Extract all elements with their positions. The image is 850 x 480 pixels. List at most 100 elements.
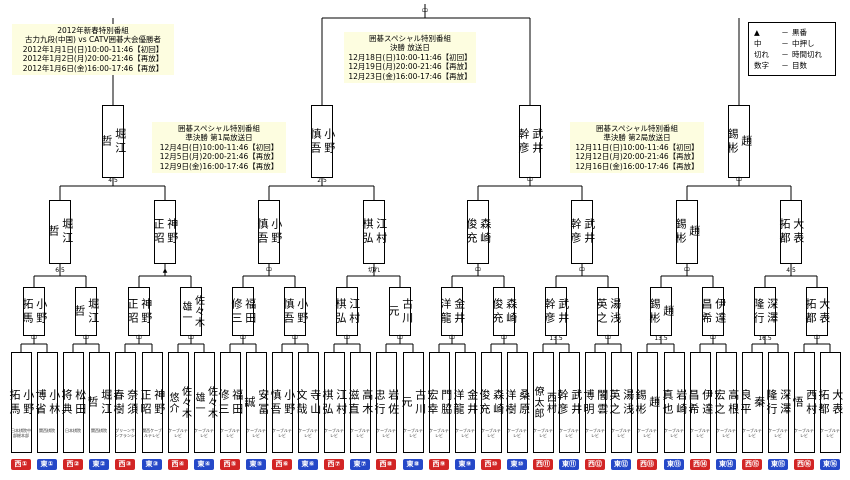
player-affiliation: ケーブルテレビ	[403, 428, 423, 438]
seed-badge: 東⑯	[820, 459, 840, 470]
player-box: 伊達 昌希	[687, 352, 714, 453]
round1-winner: 神野 正昭	[126, 287, 153, 336]
round1-winner: 武井 幹彦	[543, 287, 570, 336]
match-result: 中	[604, 335, 612, 342]
player-name: 小野 慎吾	[256, 218, 283, 246]
player-name: 小野 拓馬	[21, 297, 48, 326]
match-result: 中	[343, 335, 351, 342]
legend-row: 中－中押し	[754, 39, 815, 48]
player-name: 堀江 哲	[47, 218, 74, 246]
round3-winner: 趙 錫彬	[726, 105, 753, 178]
player-name: 神野 正昭	[126, 297, 153, 326]
round1-winner: 福田 修三	[230, 287, 257, 336]
player-name: 岩佐 忠行	[373, 388, 400, 417]
player-box: 武井 幹彦	[556, 352, 583, 453]
match-result: 中	[187, 335, 195, 342]
player-box: 西村 僚太郎	[532, 352, 556, 453]
player-box: 闇雲 博明	[582, 352, 609, 453]
player-affiliation: 日本棋院中部総本部	[11, 428, 31, 438]
seed-badge: 東⑦	[350, 459, 370, 470]
player-name: 趙 錫彬	[674, 218, 701, 246]
legend-row: 切れ－時間切れ	[754, 50, 822, 59]
round1-winner: 堀江 哲	[73, 287, 100, 336]
seed-badge: 西⑬	[637, 459, 657, 470]
player-affiliation: ケーブルテレビ	[455, 428, 475, 438]
player-affiliation: ケーブルテレビ	[611, 428, 631, 438]
player-name: 深澤 隆行	[765, 388, 792, 417]
round1-winner: 森崎 俊充	[491, 287, 518, 336]
player-name: 江村 棋弘	[361, 218, 388, 246]
player-box: 神野 正昭	[139, 352, 166, 453]
match-result: 中	[526, 177, 534, 184]
player-box: 古川 元	[400, 352, 427, 453]
player-box: 高根 宏之	[713, 352, 740, 453]
round3-winner: 堀江 哲	[100, 105, 127, 178]
player-name: 高木 滋直	[347, 388, 374, 417]
player-name: 江村 棋弘	[334, 297, 361, 326]
player-box: 湯浅 英之	[608, 352, 635, 453]
player-name: 趙 錫彬	[648, 297, 675, 326]
player-affiliation: 日本棋院	[65, 428, 81, 433]
player-affiliation: ケーブルテレビ	[272, 428, 292, 438]
round1-winner: 深澤 隆行	[752, 287, 779, 336]
player-box: 岩佐 忠行	[373, 352, 400, 453]
seed-badge: 東①	[37, 459, 57, 470]
player-name: 古川 元	[400, 388, 427, 417]
round2-winner: 神野 正昭	[152, 200, 179, 264]
seed-badge: 西⑭	[690, 459, 710, 470]
seed-badge: 西⑥	[272, 459, 292, 470]
player-name: 趙 錫彬	[726, 127, 753, 156]
player-name: 伊達 昌希	[700, 297, 727, 326]
player-name: 小野 慎吾	[282, 297, 309, 326]
seed-badge: 東⑧	[403, 459, 423, 470]
seed-badge: 西③	[115, 459, 135, 470]
info-box-semifinal-1: 囲碁スペシャル特別番組 準決勝 第1局放送日 12月4日(日)10:00-11:…	[152, 122, 286, 174]
seed-badge: 西⑪	[533, 459, 553, 470]
player-affiliation: ケーブルテレビ	[820, 428, 840, 438]
match-result: 16.5	[758, 335, 772, 342]
player-name: 堀江 哲	[73, 297, 100, 326]
seed-badge: 西⑮	[742, 459, 762, 470]
round2-winner: 江村 棋弘	[361, 200, 388, 264]
player-name: 西村 悟	[791, 388, 818, 417]
player-name: 佐々木 雄一	[193, 386, 217, 419]
player-name: 武井 幹彦	[543, 297, 570, 326]
player-affiliation: ケーブルテレビ	[794, 428, 814, 438]
seed-badge: 東⑩	[507, 459, 527, 470]
seed-badge: 西⑧	[376, 459, 396, 470]
player-affiliation: ケーブルテレビ	[585, 428, 605, 438]
match-result: 中	[474, 267, 482, 274]
round1-winner: 伊達 昌希	[700, 287, 727, 336]
round1-winner: 小野 拓馬	[21, 287, 48, 336]
player-box: 大表 拓都	[817, 352, 844, 453]
player-box: 西村 悟	[791, 352, 818, 453]
player-box: 岩崎 真也	[661, 352, 688, 453]
player-box: 高木 滋直	[347, 352, 374, 453]
player-box: 小野 慎吾	[269, 352, 296, 453]
round1-winner: 湯浅 英之	[595, 287, 622, 336]
player-affiliation: ケーブルテレビ	[637, 428, 657, 438]
round2-winner: 大表 拓都	[778, 200, 805, 264]
player-name: 大表 拓都	[778, 218, 805, 246]
match-result: ▲	[162, 267, 168, 274]
round1-winner: 趙 錫彬	[648, 287, 675, 336]
player-name: 小野 慎吾	[269, 388, 296, 417]
player-name: 伊達 昌希	[687, 388, 714, 417]
player-affiliation: 関西棋院	[91, 428, 107, 433]
player-name: 森崎 俊充	[478, 388, 505, 417]
match-result: 中	[709, 335, 717, 342]
player-name: 趙 錫彬	[634, 388, 661, 417]
seed-badge: 東⑭	[716, 459, 736, 470]
player-box: 門脇 宏幸	[426, 352, 453, 453]
player-name: 武井 幹彦	[517, 127, 544, 156]
player-affiliation: ケーブルテレビ	[376, 428, 396, 438]
player-name: 深澤 隆行	[752, 297, 779, 326]
player-name: 闇雲 博明	[582, 388, 609, 417]
player-name: 武井 幹彦	[569, 218, 596, 246]
player-affiliation: ケーブルテレビ	[429, 428, 449, 438]
player-affiliation: ケーブルテレビ	[350, 428, 370, 438]
player-name: 寺山 文哉	[295, 388, 322, 417]
match-result: 中	[135, 335, 143, 342]
player-box: 奈須 春樹	[112, 352, 139, 453]
